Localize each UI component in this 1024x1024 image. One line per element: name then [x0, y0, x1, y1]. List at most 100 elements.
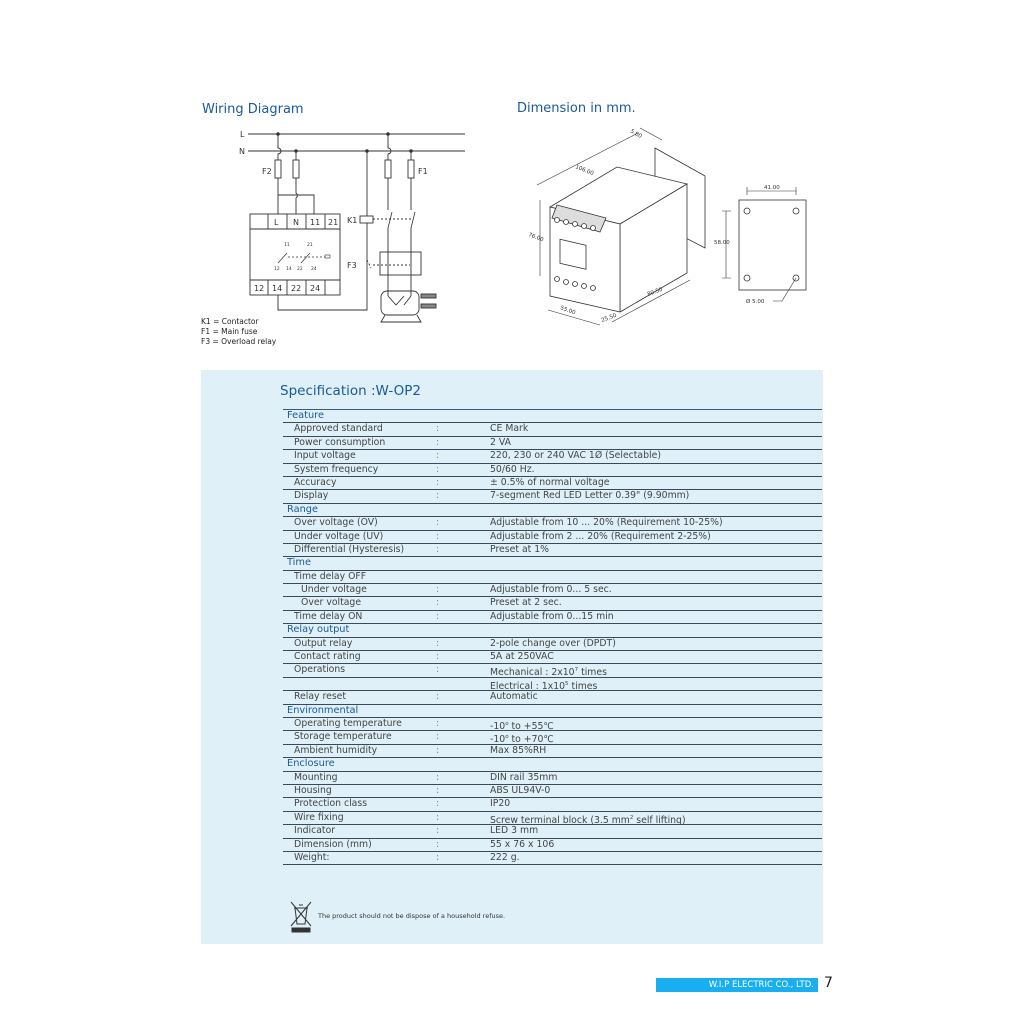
spec-row: Power consumption:2 VA — [283, 436, 822, 451]
legend-f1: F1 = Main fuse — [201, 326, 258, 336]
spec-row: Contact rating:5A at 250VAC — [283, 651, 822, 665]
spec-colon: : — [436, 784, 440, 796]
spec-label: Ambient humidity — [294, 744, 378, 756]
disposal-note: The product should not be dispose of a h… — [318, 912, 506, 920]
spec-label: Dimension (mm) — [294, 838, 372, 850]
svg-text:24: 24 — [310, 284, 320, 293]
spec-value: LED 3 mm — [490, 825, 538, 838]
spec-value-text: 2 VA — [490, 436, 511, 448]
svg-text:Ø 5.00: Ø 5.00 — [746, 298, 765, 305]
spec-value-text: Preset at 1% — [490, 543, 549, 555]
spec-label: Over voltage — [301, 597, 362, 609]
svg-text:L: L — [274, 218, 279, 227]
spec-value-text: Electrical : 1x10 — [490, 680, 566, 692]
spec-label: Under voltage (UV) — [294, 530, 384, 542]
spec-value-text: -10 — [490, 721, 506, 733]
spec-title: Specification :W-OP2 — [280, 383, 421, 399]
spec-colon: : — [436, 798, 440, 810]
spec-colon: : — [436, 463, 440, 475]
spec-row: Differential (Hysteresis):Preset at 1% — [283, 543, 822, 558]
svg-text:K1: K1 — [347, 216, 357, 225]
svg-text:24: 24 — [311, 266, 317, 272]
spec-colon: : — [436, 838, 440, 850]
spec-value-text: DIN rail 35mm — [490, 771, 558, 783]
spec-row: Approved standard:CE Mark — [283, 423, 822, 437]
spec-value-sup: 7 — [574, 667, 579, 674]
spec-label: Output relay — [294, 637, 353, 649]
spec-row: Operations:Mechanical : 2x107 times — [283, 664, 822, 680]
page-number: 7 — [824, 975, 833, 991]
contactor-k1-coil — [359, 215, 374, 224]
spec-value-text: LED 3 mm — [490, 825, 539, 837]
spec-value-sup: 5 — [565, 680, 569, 687]
spec-value-text: Adjustable from 0... 5 sec. — [490, 584, 612, 596]
spec-row: Under voltage (UV):Adjustable from 2 ...… — [283, 531, 822, 544]
spec-value-text: 50/60 Hz. — [490, 463, 535, 475]
spec-label: Feature — [287, 410, 325, 421]
spec-value: 55 x 76 x 106 — [490, 839, 554, 852]
spec-row: Time delay OFF — [283, 571, 822, 585]
svg-text:11: 11 — [284, 242, 290, 248]
spec-label: Environmental — [287, 704, 359, 716]
spec-colon: : — [436, 851, 440, 863]
svg-text:14: 14 — [272, 284, 282, 293]
spec-value: Screw terminal block (3.5 mm2 self lifti… — [490, 812, 686, 828]
spec-value: DIN rail 35mm — [490, 772, 557, 785]
wiring-diagram-title: Wiring Diagram — [202, 102, 304, 117]
spec-value-text: Max 85%RH — [490, 744, 547, 756]
spec-colon: : — [436, 637, 440, 649]
spec-row: Electrical : 1x105 times — [283, 678, 822, 692]
svg-text:80.50: 80.50 — [647, 287, 664, 298]
spec-colon: : — [436, 691, 440, 703]
spec-label: Accuracy — [294, 476, 337, 488]
spec-value-text: 222 g. — [490, 851, 520, 863]
spec-label: Housing — [294, 784, 332, 796]
spec-value: ABS UL94V-0 — [490, 785, 550, 798]
legend-k1: K1 = Contactor — [201, 317, 259, 326]
svg-text:L: L — [240, 130, 245, 139]
spec-colon: : — [436, 450, 440, 462]
spec-label: Wire fixing — [294, 811, 344, 823]
spec-colon: : — [436, 436, 440, 448]
spec-value-suffix: self lifting) — [633, 814, 686, 826]
spec-label: Indicator — [294, 825, 336, 837]
spec-row: Over voltage:Preset at 2 sec. — [283, 597, 822, 611]
spec-value: Mechanical : 2x107 times — [490, 664, 607, 680]
spec-row: Over voltage (OV):Adjustable from 10 ...… — [283, 517, 822, 531]
motor-icon — [380, 290, 437, 323]
svg-text:21: 21 — [307, 242, 313, 248]
legend-f3: F3 = Overload relay — [201, 336, 277, 346]
spec-label: Weight: — [294, 851, 330, 863]
spec-value-suffix: to +55℃ — [508, 721, 554, 733]
spec-label: Over voltage (OV) — [294, 517, 378, 529]
spec-label: Relay reset — [294, 691, 347, 703]
spec-colon: : — [436, 517, 440, 529]
spec-label: Range — [287, 503, 319, 515]
spec-value-text: 5A at 250VAC — [490, 651, 554, 663]
svg-text:N: N — [239, 147, 245, 156]
spec-row: Weight:: 222 g. — [283, 851, 822, 866]
spec-row: Indicator:LED 3 mm — [283, 825, 822, 839]
spec-value-text: 2-pole change over (DPDT) — [490, 637, 616, 649]
spec-value-text: -10 — [490, 734, 506, 746]
spec-value: IP20 — [490, 798, 510, 811]
spec-section-header: Relay output — [283, 624, 822, 638]
spec-row: Operating temperature:-10o to +55℃ — [283, 718, 822, 733]
spec-colon: : — [436, 731, 440, 743]
spec-value: Max 85%RH — [490, 745, 546, 758]
spec-value-suffix: to +70℃ — [508, 734, 554, 746]
spec-value-text: ± 0.5% of normal voltage — [490, 476, 610, 488]
spec-row: System frequency:50/60 Hz. — [283, 464, 822, 477]
spec-value: ± 0.5% of normal voltage — [490, 477, 610, 490]
spec-value: Adjustable from 0... 5 sec. — [490, 584, 612, 597]
spec-row: Display:7-segment Red LED Letter 0.39" (… — [283, 490, 822, 504]
overload-relay-f3 — [379, 251, 422, 276]
spec-value-text: Adjustable from 0...15 min — [490, 610, 614, 622]
dimension-title: Dimension in mm. — [517, 101, 636, 116]
spec-value: Adjustable from 0...15 min — [490, 611, 614, 624]
svg-text:N: N — [293, 218, 299, 227]
spec-row: Dimension (mm): 55 x 76 x 106 — [283, 839, 822, 852]
specification-panel — [201, 370, 823, 944]
